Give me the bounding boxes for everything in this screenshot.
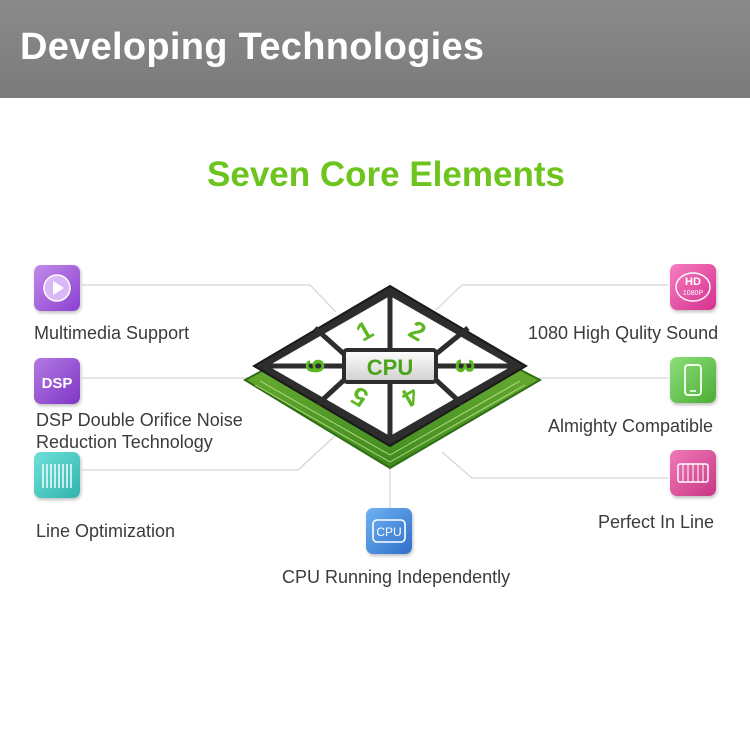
phone-symbol [684, 364, 702, 396]
connector-perfect-in-line [441, 451, 668, 479]
page-title: Developing Technologies [20, 26, 485, 68]
svg-text:HD: HD [685, 276, 701, 288]
segment-number-3: 3 [450, 359, 480, 373]
hd-symbol: HD 1080P [675, 272, 711, 302]
cable-symbol [677, 463, 709, 483]
feature-label-multimedia: Multimedia Support [34, 323, 190, 343]
play-icon [34, 265, 80, 311]
svg-text:CPU: CPU [376, 525, 401, 539]
feature-label-dsp-line1: DSP Double Orifice Noise [36, 410, 243, 430]
hd-icon: HD 1080P [670, 264, 716, 310]
waveform-icon [34, 452, 80, 498]
header-bar: Developing Technologies [0, 0, 750, 98]
cable-icon [670, 450, 716, 496]
cpu-icon: CPU [366, 508, 412, 554]
svg-text:1080P: 1080P [683, 290, 704, 297]
feature-label-perfect-in-line: Perfect In Line [598, 512, 715, 532]
dsp-symbol: DSP [42, 375, 73, 392]
waveform-symbol [42, 464, 72, 488]
svg-text:DSP: DSP [42, 375, 73, 392]
segment-dividers [268, 296, 512, 436]
dsp-icon: DSP [34, 358, 80, 404]
phone-icon [670, 357, 716, 403]
feature-label-compatible: Almighty Compatible [548, 416, 714, 436]
connector-multimedia [82, 284, 337, 313]
cpu-center-label: CPU [367, 355, 413, 380]
cpu-center-box [342, 348, 438, 384]
connector-line-optimization [82, 434, 337, 471]
connector-hd [435, 284, 668, 311]
play-symbol [43, 274, 71, 302]
cpu-symbol: CPU [372, 519, 406, 543]
pcb-pins [254, 380, 526, 463]
feature-label-cpu-independent: CPU Running Independently [282, 567, 511, 587]
feature-label-hd-sound: 1080 High Qulity Sound [528, 323, 719, 343]
feature-label-line-optimization: Line Optimization [36, 521, 176, 541]
feature-label-dsp-line2: Reduction Technology [36, 432, 213, 452]
diagram-title: Seven Core Elements [207, 155, 565, 194]
segment-number-6: 6 [300, 359, 330, 373]
